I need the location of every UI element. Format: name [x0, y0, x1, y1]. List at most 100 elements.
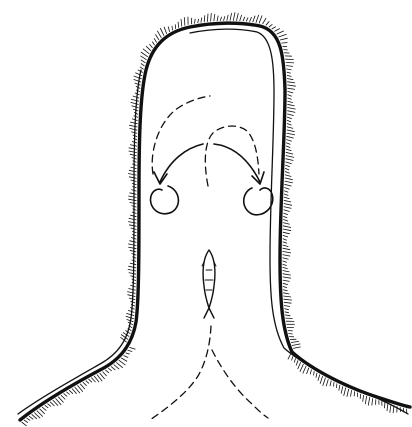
hatch-mark [129, 148, 137, 150]
hatch-mark [154, 38, 157, 42]
hatch-mark [314, 371, 315, 375]
hatch-mark [178, 22, 179, 28]
hatch-mark [141, 52, 148, 57]
hatch-mark [284, 302, 292, 303]
hatch-mark [128, 222, 136, 224]
hatch-mark [124, 356, 129, 358]
hatch-mark [50, 402, 54, 406]
hatch-mark [285, 178, 293, 180]
hatch-mark [243, 17, 245, 21]
hatch-mark [130, 202, 137, 204]
hatch-mark [128, 350, 133, 351]
hatch-mark [129, 347, 135, 349]
hatch-mark [237, 13, 239, 21]
hatch-mark [287, 130, 295, 132]
hatch-mark [160, 28, 164, 36]
hatch-mark [129, 151, 137, 153]
hatch-mark [310, 370, 311, 375]
hatch-mark [130, 128, 138, 130]
hatch-mark [128, 266, 136, 268]
hatch-mark [140, 56, 146, 60]
lower-dashed-stem [150, 326, 211, 420]
hatch-mark [284, 200, 291, 202]
hatch-mark [134, 76, 142, 79]
hatch-mark [114, 365, 120, 370]
hatch-mark [135, 73, 142, 76]
hatch-mark [284, 197, 290, 199]
hatch-mark [284, 204, 292, 206]
hatch-mark [211, 13, 212, 21]
hatch-mark [128, 295, 136, 297]
hatch-mark [288, 91, 294, 93]
hatch-mark [285, 312, 289, 313]
hatch-mark [256, 15, 259, 23]
left-eddy-circle [151, 186, 179, 214]
channel-inner-bank [18, 29, 408, 414]
hatch-mark [283, 223, 290, 225]
hatch-mark [284, 207, 292, 209]
hatch-mark [80, 384, 85, 389]
hatch-mark [240, 15, 242, 21]
hatch-mark [103, 372, 107, 377]
hatch-mark [128, 174, 136, 176]
hatch-mark [283, 232, 290, 234]
hatch-mark [298, 362, 301, 369]
hatch-mark [285, 168, 289, 170]
hatch-mark [129, 170, 137, 172]
hatch-mark [207, 14, 208, 22]
hatch-mark [287, 124, 292, 126]
hatch-mark [283, 261, 287, 263]
hatch-mark [131, 99, 139, 101]
hatch-mark [283, 296, 291, 297]
hatch-mark [259, 16, 262, 24]
hatch-mark [61, 395, 65, 399]
hatch-mark [287, 101, 292, 103]
hatch-mark [29, 416, 33, 419]
hatch-mark [330, 381, 331, 387]
hatch-mark [284, 184, 291, 186]
hatch-mark [283, 226, 291, 228]
fish-tail [204, 308, 214, 318]
hatch-mark [363, 395, 364, 402]
hatch-mark [195, 19, 196, 24]
hatch-mark [292, 356, 294, 360]
hatch-mark [283, 286, 287, 287]
hatch-mark [286, 66, 293, 67]
hatch-mark [22, 422, 27, 426]
hatch-mark [285, 162, 291, 164]
hatch-mark [283, 264, 287, 266]
hatch-mark [127, 292, 135, 294]
hatch-mark [91, 378, 95, 383]
hatch-mark [326, 379, 328, 386]
hatch-mark [126, 313, 134, 315]
hatch-mark [131, 132, 137, 134]
hatch-mark [89, 379, 93, 382]
hatch-mark [111, 366, 115, 370]
hatch-mark [286, 69, 291, 70]
hatch-mark [130, 122, 138, 124]
hatch-mark [347, 389, 349, 397]
hatch-mark [285, 181, 293, 183]
hatch-mark [45, 405, 49, 408]
hatch-mark [201, 18, 202, 23]
hatch-mark [253, 16, 255, 23]
hatch-mark [135, 83, 141, 85]
hatch-mark [281, 43, 287, 44]
hatch-mark [283, 258, 289, 260]
hatch-mark [283, 274, 291, 275]
hatch-mark [320, 376, 323, 384]
hatch-mark [283, 280, 290, 281]
hatch-mark [287, 72, 291, 73]
hatch-mark [152, 42, 154, 46]
hatch-mark [287, 88, 295, 89]
hatch-mark [172, 26, 173, 30]
upper-dashed-arc-left [152, 96, 210, 174]
hatch-mark [129, 125, 137, 127]
hatch-mark [286, 156, 294, 158]
hatch-mark [58, 397, 63, 403]
hatch-mark [164, 27, 167, 34]
hatch-mark [83, 382, 87, 386]
hatch-mark [168, 27, 169, 32]
hatch-mark [119, 360, 126, 365]
